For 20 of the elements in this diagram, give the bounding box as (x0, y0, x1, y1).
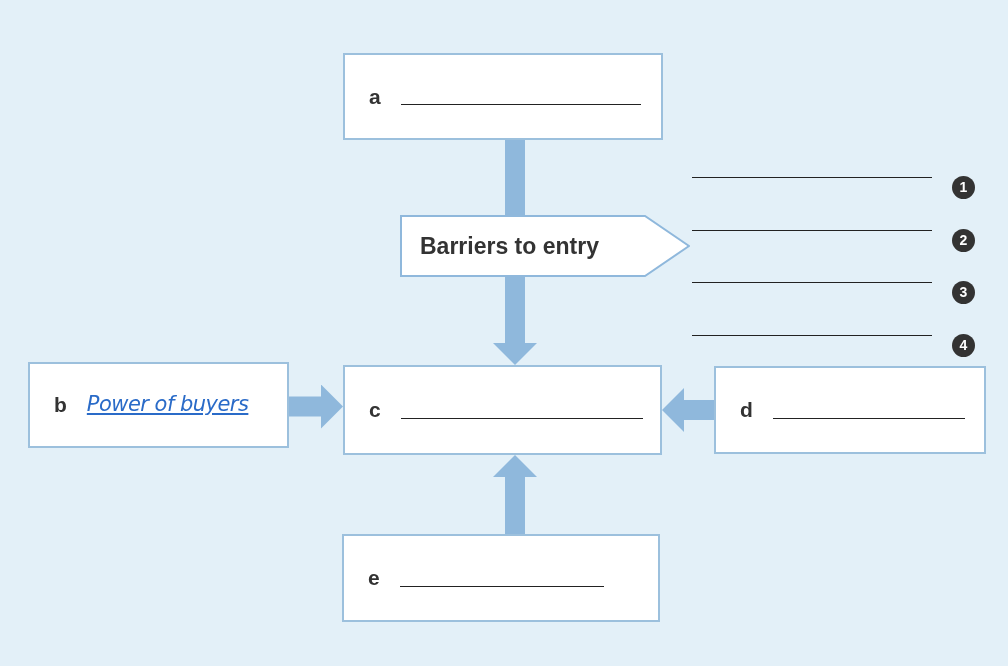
callout-number: 3 (952, 281, 975, 304)
item-letter: a (369, 83, 381, 110)
callout-number: 4 (952, 333, 975, 357)
arrow (493, 455, 537, 534)
answer-box (714, 366, 986, 454)
arrow (493, 277, 537, 365)
answer-box (343, 365, 662, 455)
item-letter: c (369, 397, 381, 424)
item-letter: d (740, 397, 753, 424)
arrow (662, 388, 714, 432)
callout-number: 1 (952, 176, 975, 199)
answer-box (343, 53, 663, 140)
item-letter: b (54, 392, 67, 419)
item-letter: e (368, 565, 380, 592)
heading: Barriers to entry (420, 231, 599, 261)
answer-box (342, 534, 660, 622)
handwritten-answer: Power of buyers (86, 391, 249, 419)
answer-box (28, 362, 289, 448)
callout-number: 2 (952, 228, 975, 252)
arrow (289, 384, 343, 429)
